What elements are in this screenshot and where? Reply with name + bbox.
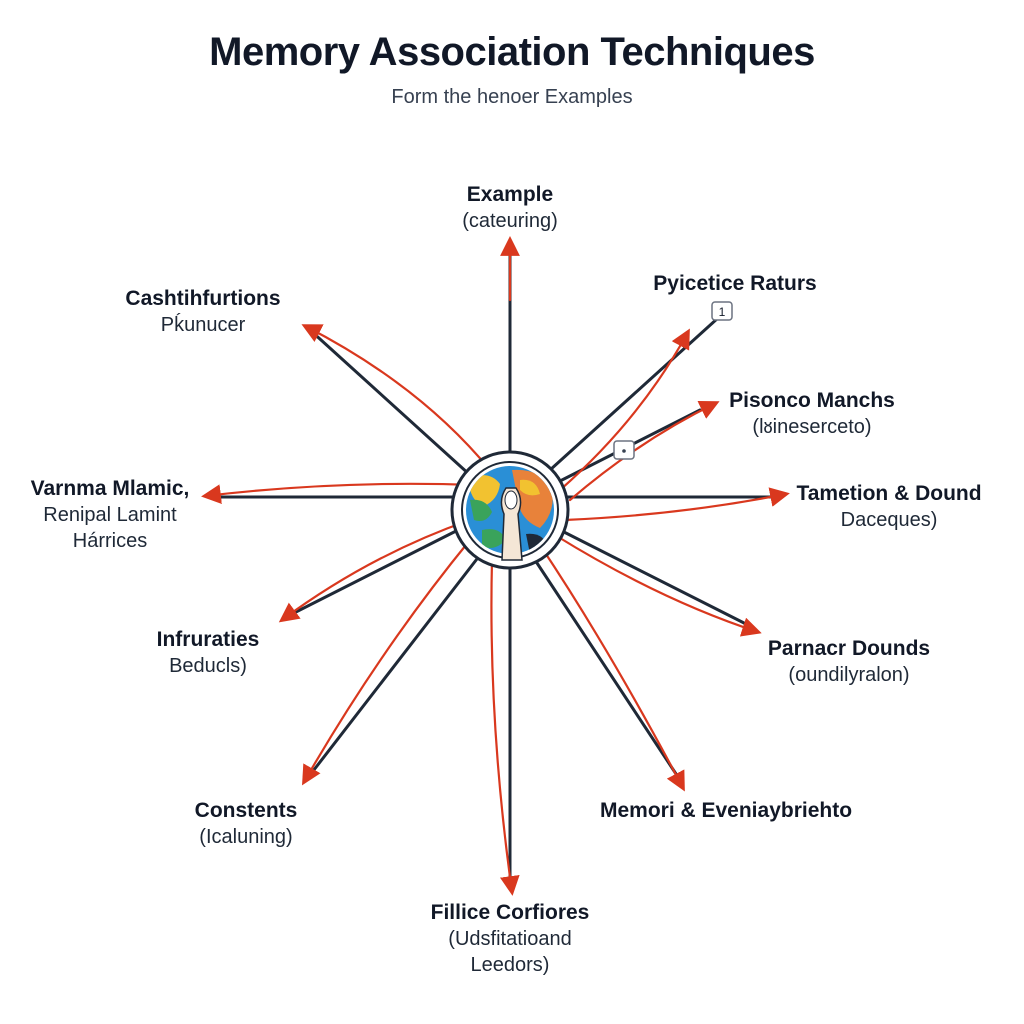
node-detail: Hárrices	[72, 530, 148, 552]
node-bottom-right: Memori & Eveniaybriehto	[586, 798, 866, 824]
node-detail: (Udsfitatioand	[448, 928, 572, 950]
node-right: Tametion & Dound Daceques)	[784, 481, 994, 533]
arrow-right-lower	[553, 533, 762, 637]
arrow-upper-left	[301, 324, 492, 472]
node-detail: Leedors)	[470, 954, 550, 976]
node-name: Example	[466, 183, 554, 206]
node-detail: Renipal Lamint	[43, 504, 177, 526]
badge-upper-right: 1	[711, 301, 733, 321]
spokes	[213, 248, 782, 887]
node-bottom-left: Constents (Icaluning)	[156, 798, 336, 850]
arrow-right	[563, 487, 790, 522]
spoke-right-lower	[558, 528, 750, 627]
badge-mid-right	[613, 440, 635, 460]
node-detail: Pḱunucer	[160, 314, 246, 336]
spoke-bottom-right	[533, 558, 682, 782]
node-detail: (lᴕineserceto)	[752, 416, 872, 438]
node-upper-right: Pyicetice Raturs	[630, 271, 840, 297]
spoke-left-lower	[288, 526, 464, 617]
node-left: Varnma Mlamic, Renipal Lamint Hárrices	[12, 476, 208, 554]
arrow-left-lower	[278, 518, 472, 623]
node-left-lower: Infruraties Beducls)	[118, 627, 298, 679]
arrow-bottom-left	[302, 538, 472, 786]
node-name: Varnma Mlamic,	[30, 477, 190, 500]
node-upper-left: Cashtihfurtions Pḱunucer	[98, 286, 308, 338]
arrow-bottom	[490, 558, 520, 896]
spoke-upper-right	[548, 316, 720, 472]
node-right-lower: Parnacr Dounds (oundilyralon)	[744, 636, 954, 688]
node-name: Infruraties	[156, 628, 260, 651]
arrow-right-upper	[568, 401, 720, 502]
globe-head-icon	[450, 450, 570, 570]
node-name: Memori & Eveniaybriehto	[599, 799, 853, 822]
node-name: Pyicetice Raturs	[653, 272, 817, 295]
node-name: Tametion & Dound	[796, 482, 982, 505]
node-name: Pisonco Manchs	[729, 389, 895, 412]
diagram-title: Memory Association Techniques	[209, 30, 815, 74]
node-detail: Beducls)	[169, 655, 247, 677]
node-name: Fillice Corfiores	[430, 901, 590, 924]
node-bottom: Fillice Corfiores (Udsfitatioand Leedors…	[400, 900, 620, 978]
node-detail: (Icaluning)	[199, 826, 293, 848]
diagram-subtitle: Form the henoer Examples	[391, 86, 633, 108]
node-name: Cashtihfurtions	[125, 287, 281, 310]
node-name: Constents	[194, 799, 298, 822]
arrow-upper-right	[558, 328, 690, 492]
node-detail: Daceques)	[840, 509, 938, 531]
node-right-upper: Pisonco Manchs (lᴕineserceto)	[712, 388, 912, 440]
association-arrows	[201, 236, 790, 896]
spoke-bottom-left	[308, 553, 482, 777]
arrow-left	[201, 482, 477, 504]
node-detail: (cateuring)	[462, 210, 558, 232]
svg-text:1: 1	[719, 305, 726, 319]
spoke-upper-left	[308, 328, 472, 477]
node-detail: (oundilyralon)	[788, 664, 910, 686]
arrow-bottom-right	[538, 543, 685, 792]
node-top: Example (cateuring)	[410, 182, 610, 234]
node-name: Parnacr Dounds	[767, 637, 931, 660]
